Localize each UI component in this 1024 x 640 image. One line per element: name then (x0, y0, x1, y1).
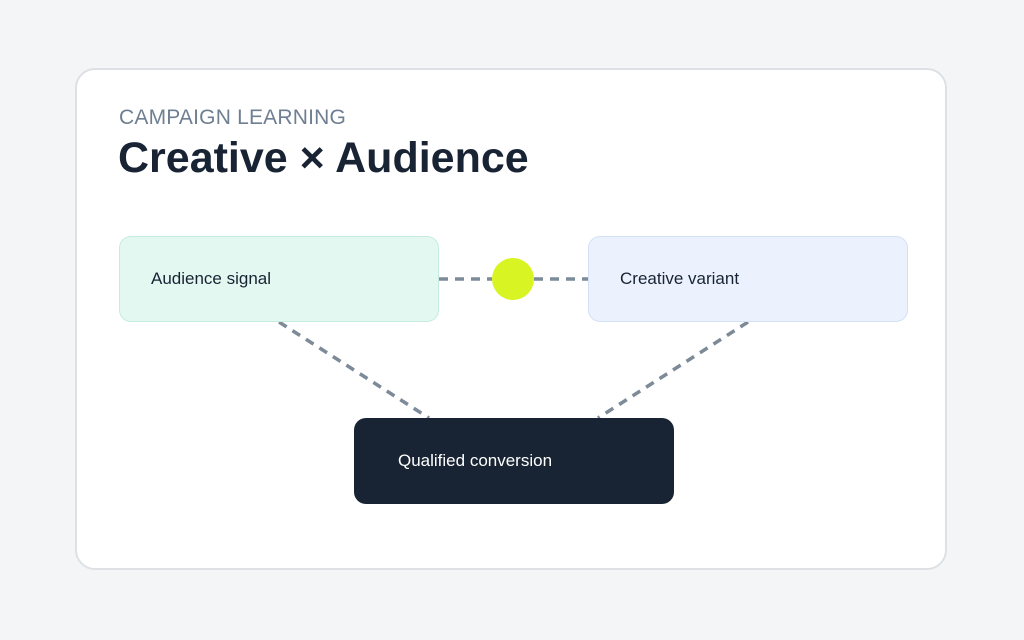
diagram-card: CAMPAIGN LEARNING Creative × Audience Au… (75, 68, 947, 570)
node-creative-variant: Creative variant (588, 236, 908, 322)
node-conversion-label: Qualified conversion (398, 451, 553, 470)
node-audience-label: Audience signal (151, 269, 272, 288)
hub-dot (492, 258, 534, 300)
node-audience-signal: Audience signal (119, 236, 439, 322)
connector-creative-conversion (597, 320, 749, 420)
connector-audience-conversion (278, 320, 430, 420)
node-qualified-conversion: Qualified conversion (354, 418, 674, 504)
page-title: Creative × Audience (118, 134, 529, 182)
connector-lines (278, 277, 749, 420)
node-creative-label: Creative variant (620, 269, 740, 288)
eyebrow-label: CAMPAIGN LEARNING (119, 106, 347, 129)
